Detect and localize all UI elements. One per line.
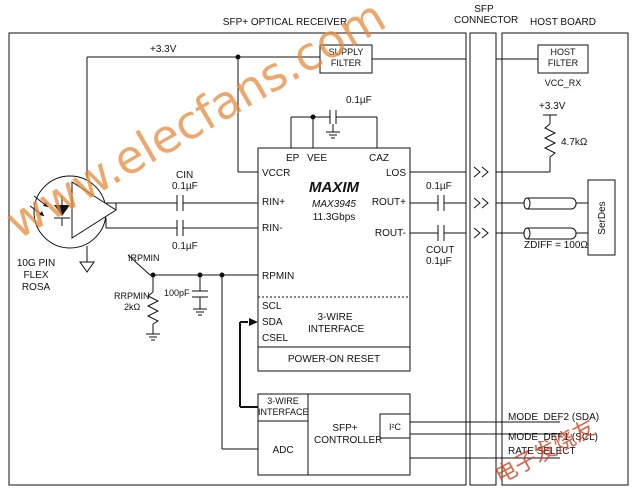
tia-amplifier xyxy=(71,181,117,239)
cout-label: COUT xyxy=(426,245,454,256)
pin-rout-n: ROUT- xyxy=(375,228,406,239)
header-host-board: HOST BOARD xyxy=(530,17,596,28)
i2c-label: I²C xyxy=(389,422,401,432)
host-filter-block xyxy=(537,44,589,74)
rosa-label: 10G PIN FLEX ROSA xyxy=(16,258,56,293)
sfp-connector-frame xyxy=(469,32,497,486)
adc-label: ADC xyxy=(272,445,293,456)
sfp-controller-label: SFP+ CONTROLLER xyxy=(314,423,383,446)
pin-vee: VEE xyxy=(307,153,327,164)
host-filter-label: HOST FILTER xyxy=(547,47,579,68)
pin-los: LOS xyxy=(386,168,406,179)
chip-top-network: 0.1µF xyxy=(290,95,378,148)
header-sfp-connector: SFP CONNECTOR xyxy=(454,4,519,26)
differential-lines xyxy=(523,197,588,240)
pin-csel: CSEL xyxy=(262,333,289,344)
mode-def1-label: MODE_DEF1 (SCL) xyxy=(508,432,598,443)
output-coupling-caps xyxy=(410,195,466,241)
rrpmin-label: RRPMIN xyxy=(114,291,150,301)
chip-part-number: MAX3945 xyxy=(312,199,356,210)
host-pullup xyxy=(543,114,557,172)
cout-top-value: 0.1µF xyxy=(426,181,452,192)
photodiode xyxy=(54,205,70,216)
pin-rin-n: RIN- xyxy=(262,223,283,234)
power-on-reset-label: POWER-ON RESET xyxy=(288,354,380,365)
cin-bottom-value: 0.1µF xyxy=(172,241,198,252)
caz-cap-value: 0.1µF xyxy=(346,95,372,106)
pullup-value: 4.7kΩ xyxy=(561,137,588,148)
i2c-block xyxy=(379,413,411,439)
rrpmin-value: 2kΩ xyxy=(124,302,141,312)
controller-signals xyxy=(410,421,560,459)
pin-caz: CAZ xyxy=(369,153,389,164)
v33-label: +3.3V xyxy=(150,44,177,55)
rate-select-label: RATE SELECT xyxy=(508,446,576,457)
cap-100pf-label: 100pF xyxy=(164,288,190,298)
max3945-chip xyxy=(257,147,411,372)
header-sfp-receiver: SFP+ OPTICAL RECEIVER xyxy=(223,17,347,28)
pin-rpmin: RPMIN xyxy=(262,271,294,282)
three-wire-bus xyxy=(239,318,258,408)
vcc-rx-label: VCC_RX xyxy=(545,78,582,88)
sfp-receiver-frame xyxy=(8,32,467,486)
controller-three-wire-label: 3-WIRE INTERFACE xyxy=(258,396,309,417)
zdiff-label: ZDIFF = 100Ω xyxy=(524,240,588,251)
host-v33-label: +3.3V xyxy=(539,101,566,112)
pin-rin-p: RIN+ xyxy=(262,197,285,208)
header-sfp-connector-wrap: SFP CONNECTOR xyxy=(454,4,519,26)
three-wire-interface-label: 3-WIRE INTERFACE xyxy=(308,312,365,335)
mode-def2-label: MODE_DEF2 (SDA) xyxy=(508,412,599,423)
cout-bottom-value: 0.1µF xyxy=(426,256,452,267)
chip-speed: 11.3Gbps xyxy=(313,212,356,223)
serdes-block xyxy=(587,179,616,256)
rosa-assembly xyxy=(29,175,177,273)
section-frames xyxy=(8,32,629,486)
rpmin-network xyxy=(127,254,258,450)
pin-ep: EP xyxy=(286,153,300,164)
serdes-label: SerDes xyxy=(597,201,608,234)
supply-rail: +3.3V xyxy=(86,44,320,178)
cin-top-value: 0.1µF xyxy=(172,181,198,192)
pin-sda: SDA xyxy=(262,317,283,328)
irpmin-label: IRPMIN xyxy=(128,253,160,263)
supply-filter-label: SUPPLY FILTER xyxy=(328,47,364,68)
cin-label: CIN xyxy=(176,170,193,181)
pin-scl: SCL xyxy=(262,301,282,312)
pin-rout-p: ROUT+ xyxy=(372,197,406,208)
connector-crossings xyxy=(410,166,550,239)
pin-vccr: VCCR xyxy=(262,168,290,179)
maxim-logo: MAXIM xyxy=(309,179,360,196)
input-coupling-caps xyxy=(176,195,258,236)
host-board-frame xyxy=(501,32,629,486)
